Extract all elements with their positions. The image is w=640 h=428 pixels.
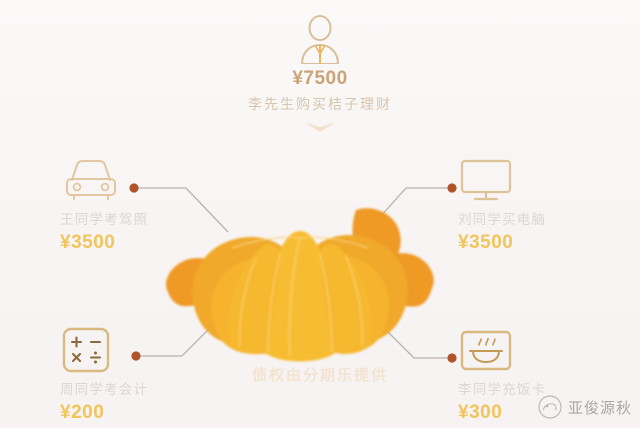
chevron-down-icon xyxy=(304,122,336,132)
node-meal[interactable]: 李同学充饭卡 ¥300 xyxy=(458,326,598,425)
person-icon-wrapper xyxy=(0,12,640,66)
node-account[interactable]: 周同学考会计 ¥200 xyxy=(60,326,200,425)
orange-segments-illustration xyxy=(166,208,434,362)
orange-segment-lines xyxy=(231,235,369,357)
node-account-amount: ¥200 xyxy=(60,402,105,423)
meal-card-icon-wrapper xyxy=(458,326,598,374)
node-car-amount: ¥3500 xyxy=(60,232,116,253)
car-icon-wrapper xyxy=(60,156,200,204)
meal-card-icon xyxy=(460,330,512,371)
node-meal-label: 李同学充饭卡 xyxy=(458,382,547,397)
node-car-label: 王同学考驾照 xyxy=(60,212,149,227)
monitor-icon xyxy=(460,159,512,201)
node-meal-amount: ¥300 xyxy=(458,402,503,423)
watermark-text: 亚俊源秋 xyxy=(567,400,632,417)
monitor-icon-wrapper xyxy=(458,156,598,204)
node-car[interactable]: 王同学考驾照 ¥3500 xyxy=(60,156,200,255)
connector-dot-computer xyxy=(447,183,457,193)
orange-segment-center xyxy=(261,231,339,362)
top-caption: 李先生购买桔子理财 xyxy=(248,96,392,112)
top-node: ¥7500 李先生购买桔子理财 xyxy=(0,12,640,135)
node-computer[interactable]: 刘同学买电脑 ¥3500 xyxy=(458,156,598,255)
center-caption: 债权由分期乐提供 xyxy=(251,367,388,384)
node-account-label: 周同学考会计 xyxy=(60,382,149,397)
person-icon xyxy=(300,15,340,64)
connector-dot-meal xyxy=(447,353,457,363)
chevron-down-icon-wrapper xyxy=(0,119,640,135)
car-icon xyxy=(66,160,116,200)
node-computer-label: 刘同学买电脑 xyxy=(458,212,547,227)
watermark: 亚俊源秋 xyxy=(537,394,632,420)
top-amount: ¥7500 xyxy=(292,68,348,89)
calculator-icon-wrapper xyxy=(60,326,200,374)
node-computer-amount: ¥3500 xyxy=(458,232,514,253)
watermark-logo-icon xyxy=(538,395,562,419)
orange-segment-front-left xyxy=(227,243,280,354)
orange-segment-front-right xyxy=(320,243,373,354)
calculator-icon xyxy=(62,327,110,373)
